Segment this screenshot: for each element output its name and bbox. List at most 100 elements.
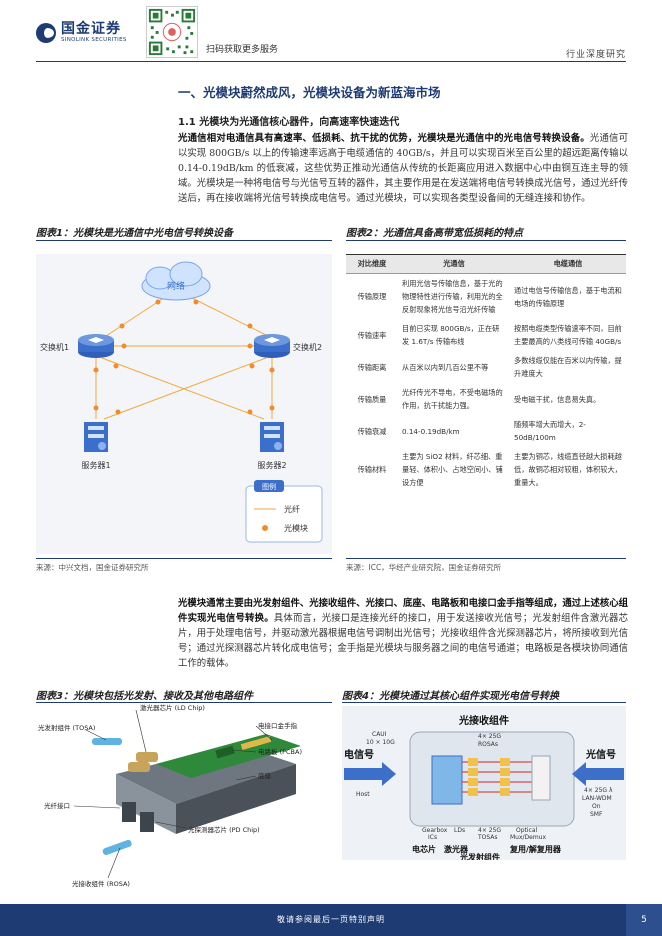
figure2-bottom-rule (346, 558, 626, 559)
table-cell: 光纤传光不导电，不受电磁场的作用，抗干扰能力强。 (402, 388, 503, 410)
switch1-label: 交换机1 (40, 342, 69, 352)
section-subtitle: 1.1 光模块为光通信核心器件，向高速率快速迭代 (178, 117, 400, 128)
paragraph-intro-lead: 光通信相对电通信具有高速率、低损耗、抗干扰的优势，光模块是光通信中的光电信号转换… (178, 133, 590, 144)
table-cell: 受电磁干扰，信息易失真。 (514, 394, 601, 404)
electrical-signal-label: 电信号 (344, 748, 374, 761)
rx-assembly-label: 光接收组件 (458, 714, 509, 727)
qr-code-icon[interactable] (146, 6, 198, 58)
label-tosa: 光发射组件 (TOSA) (38, 723, 95, 732)
logo-mark-icon (36, 22, 56, 43)
optical-spec-1: 4× 25G λ (584, 787, 613, 794)
legend-module: 光模块 (284, 523, 308, 533)
table-header-row: 对比维度 光通信 电缆通信 (346, 254, 626, 274)
host-label: Host (356, 791, 370, 798)
server2-label: 服务器2 (257, 460, 286, 470)
table-row: 传输材料 主要为 SiO2 材料，纤芯细、重量轻、体积小、占地空间小、铺设方便 … (346, 447, 626, 492)
table-cell: 主要为铜芯，线缆直径越大损耗越低，故铜芯相对较粗，体积较大，重量大。 (514, 452, 622, 487)
table-cell: 按照电缆类型传输速率不同，目前主要最高的八类线可传输 40GB/s (514, 324, 622, 346)
rosas-label-2: ROSAs (478, 741, 498, 748)
table-row: 传输距离 从百米以内到几百公里不等 多数线缆仅能在百米以内传输，提升难度大 (346, 351, 626, 383)
cloud-icon (141, 261, 211, 301)
logo-cn: 国金证券 (61, 21, 121, 37)
figure2-title: 图表2：光通信具备高带宽低损耗的特点 (346, 228, 523, 239)
mux-label-cn: 复用/解复用器 (509, 844, 562, 854)
paragraph-intro: 光通信相对电通信具有高速率、低损耗、抗干扰的优势，光模块是光通信中的光电信号转换… (178, 131, 628, 206)
figure1-rule (36, 240, 332, 241)
figure1-network-diagram: 网络 交换机1 交换机2 服务器1 服务器2 图例 光纤 光模块 (36, 254, 332, 554)
caui-spec-label: 10 × 10G (366, 739, 395, 746)
label-pd-chip: 光探测器芯片 (PD Chip) (188, 825, 260, 834)
table-cell: 传输距离 (357, 362, 387, 372)
figure3-title: 图表3：光模块包括光发射、接收及其他电路组件 (36, 691, 253, 702)
table-cell: 从百米以内到几百公里不等 (402, 362, 489, 372)
table-header: 对比维度 (346, 254, 398, 274)
section-title: 一、光模块蔚然成风，光模块设备为新蓝海市场 (178, 85, 441, 100)
label-base: 底座 (258, 771, 272, 780)
optical-module-illustration (116, 734, 301, 834)
switch1-icon (78, 334, 114, 358)
table-header: 电缆通信 (510, 254, 626, 274)
signal-arrows (344, 762, 624, 786)
figure1-source: 来源：中兴文档，国金证券研究所 (36, 563, 149, 572)
legend-fiber: 光纤 (284, 504, 300, 514)
table-cell: 传输原理 (357, 292, 387, 301)
gearbox-label: Gearbox (422, 827, 448, 834)
figure4-conversion-diagram: 光接收组件 电信号 光信号 CAUI 10 × 10G 4× 25G ROSAs… (342, 706, 626, 860)
optical-spec-3: On (592, 803, 601, 810)
cloud-label: 网络 (167, 280, 185, 292)
figure1-legend: 图例 光纤 光模块 (245, 480, 323, 543)
table-cell: 传输衰减 (357, 426, 387, 436)
company-logo: 国金证券 SINOLINK SECURITIES (36, 22, 127, 44)
optical-spec-2: LAN-WDM (582, 795, 612, 802)
table-cell: 目前已实现 800GB/s，正在研发 1.6T/s 传输布线 (402, 324, 500, 346)
label-gold-finger: 电接口金手指 (258, 721, 298, 730)
table-cell: 传输质量 (357, 394, 387, 404)
paragraph-components-lead: 光模块通常主要由光发射组件、光接收组件、光接口、底座、电路板和电接口金手指等组成… (178, 598, 629, 624)
label-port: 光纤接口 (44, 801, 70, 810)
ics-label: ICs (428, 834, 437, 841)
tosas-label-2: TOSAs (477, 834, 498, 841)
switch2-icon (254, 334, 290, 358)
optical-spec-4: SMF (590, 811, 603, 818)
table-cell: 0.14-0.19dB/km (402, 426, 460, 436)
table-cell: 利用光信号传输信息，基于光的物理特性进行传输，利用光的全反射现象将光信号沿光纤传… (402, 279, 503, 314)
optical-label: Optical (516, 827, 538, 834)
server1-icon (84, 422, 108, 452)
table-cell: 随频率增大而增大，2-50dB/100m (514, 420, 586, 442)
figure2-rule (346, 240, 626, 241)
figure2-source: 来源：ICC，华经产业研究院，国金证券研究所 (346, 563, 502, 572)
laser-label-cn: 激光器 (444, 844, 469, 854)
table-cell: 多数线缆仅能在百米以内传输，提升难度大 (514, 356, 622, 378)
chip-label-cn: 电芯片 (412, 844, 436, 854)
label-pcba: 电路板 (PCBA) (258, 747, 302, 756)
figure3-module-diagram: 激光器芯片 (LD Chip) 光发射组件 (TOSA) 电接口金手指 电路板 … (38, 704, 302, 888)
tx-assembly-label: 光发射组件 (459, 852, 500, 860)
table-row: 传输速率 目前已实现 800GB/s，正在研发 1.6T/s 传输布线 按照电缆… (346, 319, 626, 351)
server1-label: 服务器1 (81, 460, 110, 470)
table-row: 传输衰减 0.14-0.19dB/km 随频率增大而增大，2-50dB/100m (346, 415, 626, 447)
figure3-rule (36, 702, 332, 703)
qr-caption: 扫码获取更多服务 (206, 45, 279, 55)
lds-label: LDs (454, 827, 465, 834)
page-header: 国金证券 SINOLINK SECURITIES 扫码获取更多服务 行业深度研究 (0, 0, 662, 68)
mux-label: Mux/Demux (510, 834, 547, 841)
figure4-title: 图表4：光模块通过其核心组件实现光电信号转换 (342, 691, 559, 702)
page-footer: 敬请参阅最后一页特别声明 5 (0, 904, 662, 936)
header-divider (36, 61, 626, 62)
table-row: 传输质量 光纤传光不导电，不受电磁场的作用，抗干扰能力强。 受电磁干扰，信息易失… (346, 383, 626, 415)
table-cell: 通过电信号传输信息，基于电流和电场的传输原理 (514, 285, 622, 308)
figure1-title: 图表1：光模块是光通信中光电信号转换设备 (36, 228, 233, 239)
table-cell: 主要为 SiO2 材料，纤芯细、重量轻、体积小、占地空间小、铺设方便 (402, 452, 503, 487)
logo-en: SINOLINK SECURITIES (61, 37, 127, 43)
figure4-rule (342, 702, 626, 703)
table-cell: 传输速率 (357, 330, 387, 340)
table-header: 光通信 (398, 254, 510, 274)
report-type: 行业深度研究 (565, 50, 626, 60)
server2-icon (260, 422, 284, 452)
caui-label: CAUI (372, 731, 387, 738)
page-number: 5 (626, 904, 662, 936)
figure1-bottom-rule (36, 558, 332, 559)
label-rosa: 光接收组件 (ROSA) (72, 879, 130, 888)
fiber-connector-icon (92, 738, 132, 856)
switch2-label: 交换机2 (293, 342, 322, 352)
